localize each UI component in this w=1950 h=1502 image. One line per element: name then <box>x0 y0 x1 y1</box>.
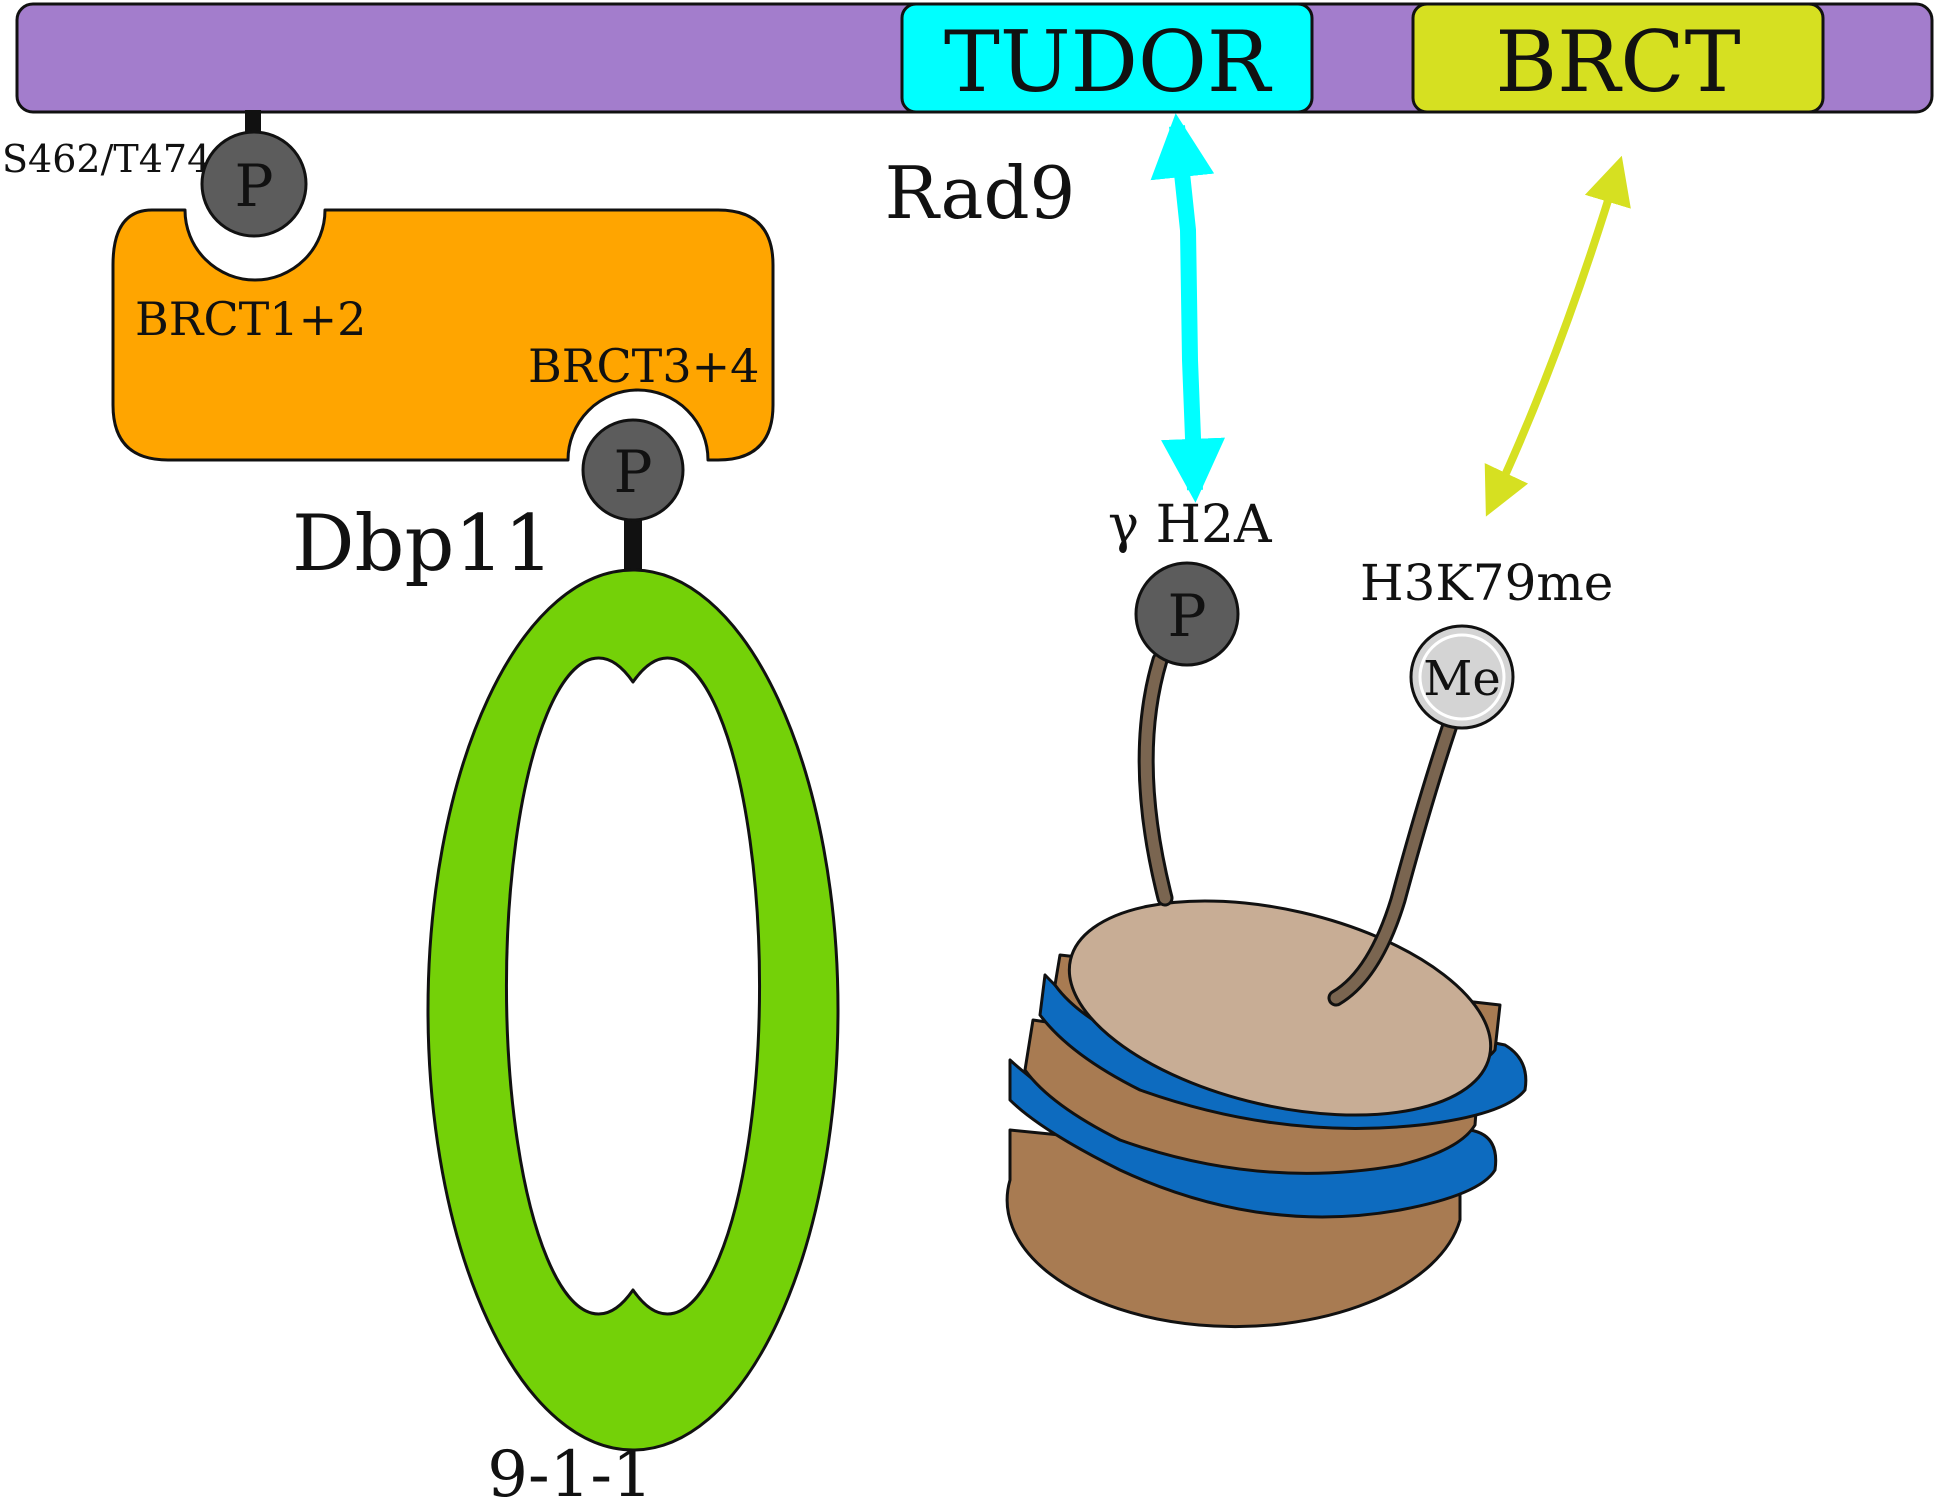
brct-domain-label: BRCT <box>1495 13 1740 111</box>
dbp11-phospho-circle <box>581 418 685 522</box>
rad9-protein: TUDOR BRCT Rad9 <box>15 2 1934 235</box>
h3k79-methyl-circle <box>1409 624 1515 730</box>
h3k79-methyl-inner <box>1418 633 1506 721</box>
rad9-phospho-stalk <box>245 110 261 132</box>
h2a-phospho-symbol: P <box>1167 582 1206 650</box>
dbp11-protein: BRCT1+2 BRCT3+4 Dbp11 <box>111 208 775 589</box>
h3k79-methyl-symbol: Me <box>1423 651 1501 707</box>
rad9-phospho-symbol: P <box>234 152 273 220</box>
rad9-label: Rad9 <box>885 151 1076 235</box>
tudor-domain-label: TUDOR <box>944 13 1273 111</box>
brct34-label: BRCT3+4 <box>528 339 759 393</box>
brct12-label: BRCT1+2 <box>135 292 366 346</box>
ring-9-1-1: P 9-1-1 <box>426 418 840 1502</box>
tudor-interaction-arrow <box>1150 113 1226 503</box>
site-label: S462/T474 <box>2 137 211 181</box>
dbp11-phospho-symbol: P <box>613 438 652 506</box>
dbp11-body <box>111 208 775 462</box>
h3k79-tail-fill <box>1330 719 1456 1004</box>
tudor-domain <box>900 2 1314 114</box>
h2a-label: γ H2A <box>1108 495 1273 555</box>
h3k79me-mark: Me H3K79me <box>1327 554 1613 1007</box>
brct-interaction-arrow <box>1484 155 1631 517</box>
h2a-phospho-circle <box>1134 561 1240 667</box>
nucleosome-icon <box>1005 899 1528 1329</box>
h2a-tail-fill <box>1140 654 1171 904</box>
double-arrow-icon <box>1484 155 1631 517</box>
h3k79-label: H3K79me <box>1360 554 1613 612</box>
ring-shape <box>426 568 840 1452</box>
brct-domain <box>1411 2 1825 114</box>
rad9-phospho-site: S462/T474 <box>2 110 261 181</box>
rad9-phospho-group: P <box>200 130 308 238</box>
ring-label: 9-1-1 <box>487 1438 652 1502</box>
histone-top-disc <box>1067 899 1493 1117</box>
ring-phospho-stalk <box>624 515 642 577</box>
gamma-h2a-mark: P γ H2A <box>1108 495 1273 907</box>
rad9-phospho-circle <box>200 130 308 238</box>
dbp11-label: Dbp11 <box>292 499 554 589</box>
double-arrow-icon <box>1150 113 1226 503</box>
